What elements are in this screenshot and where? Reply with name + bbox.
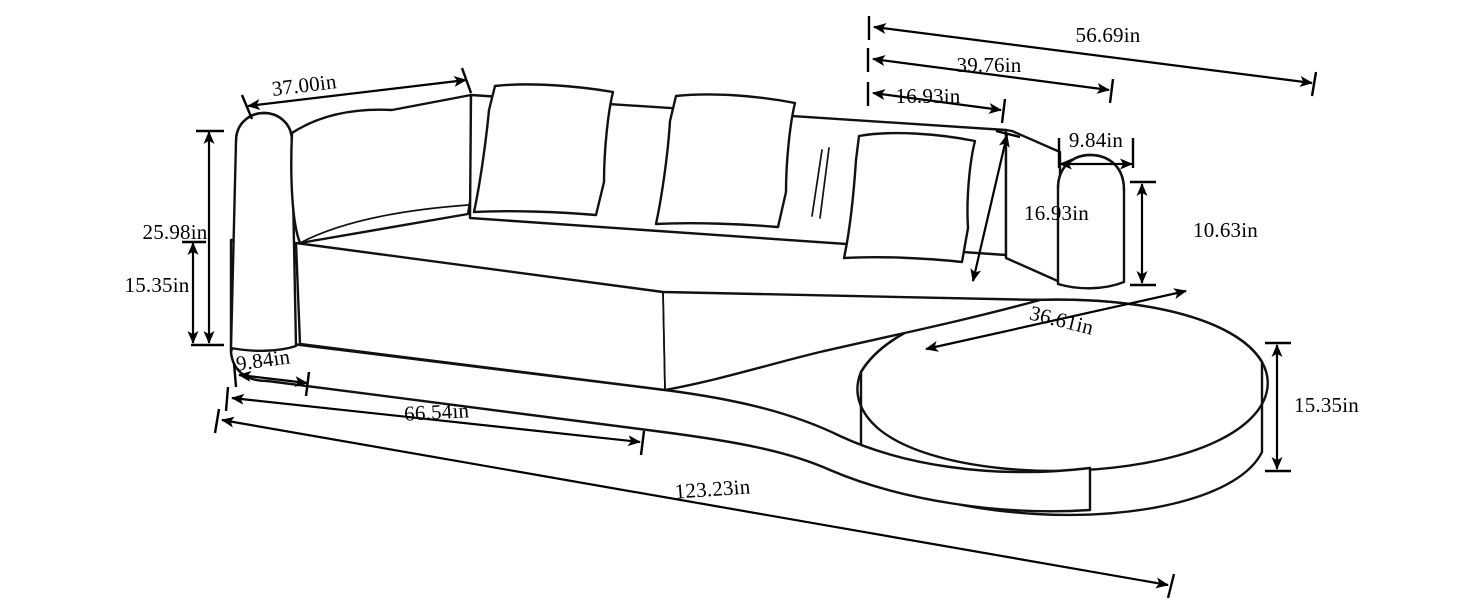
sofa-left-arm [229, 111, 298, 352]
dim-label-back-height-total: 25.98in [143, 220, 208, 244]
dim-label-seat-height-left: 15.35in [125, 273, 190, 297]
dim-chaise-top-mid [866, 48, 1115, 104]
dim-chaise-diagonal [925, 288, 1187, 352]
dim-back-height-total [191, 129, 224, 347]
dim-arm-width-left [232, 362, 311, 397]
sofa-illustration [229, 83, 1269, 517]
dim-label-chaise-height-right: 15.35in [1294, 393, 1359, 417]
dim-chaise-top-total [867, 16, 1318, 97]
dim-arm-height-right [1130, 180, 1156, 287]
dim-label-arm-width-right: 9.84in [1069, 128, 1124, 152]
dim-label-arm-height-right: 10.63in [1193, 218, 1258, 242]
sofa-right-arm [1056, 153, 1126, 290]
dim-label-chaise-top-total: 56.69in [1076, 23, 1141, 47]
dim-overall-length [213, 408, 1176, 599]
dim-chaise-top-inner [866, 82, 1007, 124]
dim-label-chaise-top-inner: 16.93in [896, 84, 961, 108]
dim-arm-width-right [1057, 138, 1135, 170]
sofa-pillow-2 [654, 93, 797, 229]
dim-pillow-height [970, 129, 1021, 282]
dim-label-pillow-height: 16.93in [1024, 201, 1089, 225]
sofa-backrest-left [290, 93, 473, 245]
sofa-pillow-1 [472, 83, 615, 217]
dim-arm-top-depth [240, 67, 473, 120]
dim-seat-height-left [182, 240, 206, 344]
dim-label-overall-length: 123.23in [674, 474, 751, 503]
dim-label-seat-depth-front: 66.54in [404, 398, 470, 425]
sofa-pillow-3 [842, 131, 977, 264]
dim-chaise-height-right [1265, 341, 1291, 473]
dim-label-chaise-top-mid: 39.76in [957, 53, 1022, 77]
